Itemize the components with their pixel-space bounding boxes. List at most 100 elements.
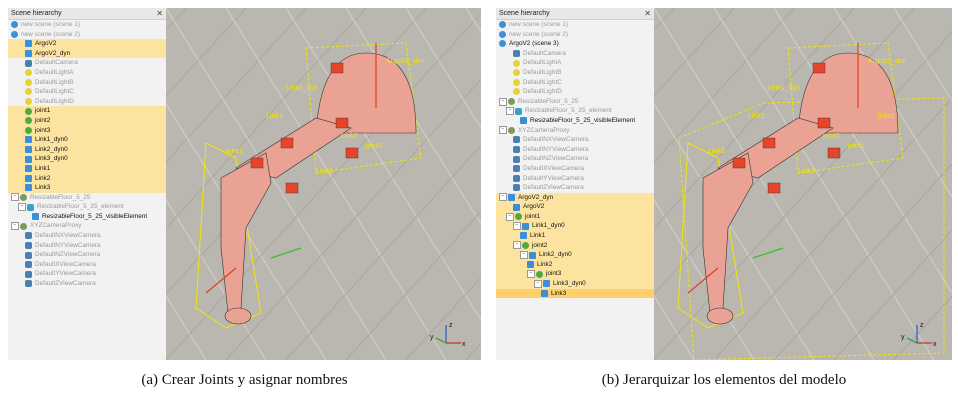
tree-item[interactable]: DefaultLightD [496,87,654,97]
tree-item[interactable]: DefaultXViewCamera [496,164,654,174]
tree-item[interactable]: DefaultNYViewCamera [8,241,166,251]
tree-item[interactable]: DefaultYViewCamera [496,174,654,184]
tree-item[interactable]: DefaultNXViewCamera [8,231,166,241]
tree-item[interactable]: Link2 [496,259,654,270]
tree-item[interactable]: joint1 [8,106,166,116]
tree-item[interactable]: DefaultLightB [496,68,654,78]
collapse-icon[interactable]: − [506,212,514,221]
tree-item[interactable]: −joint3 [496,269,654,280]
tree-item[interactable]: Link1 [8,163,166,174]
camera-icon [25,280,32,288]
tree-item[interactable]: DefaultNZViewCamera [8,250,166,260]
close-icon[interactable]: ✕ [156,9,163,18]
tree-item[interactable]: ResizableFloor_5_25_visibleElement [496,116,654,126]
tree-item[interactable]: DefaultLightA [8,68,166,78]
tree-item[interactable]: joint3 [8,125,166,136]
y-axis-arrow [270,247,302,259]
tree-item-label: ArgoV2_dyn [518,193,554,201]
tree-item[interactable]: ArgoV2 [8,39,166,49]
viewport-canvas[interactable]: ArgoV2_dynLink2_dynLink1Link2Link3joint1… [8,8,481,360]
tree-item[interactable]: −XYZCameraProxy [496,126,654,136]
tree-item[interactable]: − ResizableFloor_5_25_element [496,106,654,116]
tree-item-label: ResizableFloor_5_25_element [525,107,612,115]
joint-icon [25,107,32,115]
tree-item[interactable]: ResizableFloor_5_25_visibleElement [8,212,166,222]
tree-item[interactable]: DefaultLightC [496,78,654,88]
tree-item[interactable]: new scene (scene 2) [496,30,654,40]
tree-item-label: DefaultLightB [523,68,562,76]
tree-item[interactable]: joint2 [8,115,166,126]
tree-item[interactable]: DefaultLightB [8,78,166,88]
collapse-icon[interactable]: − [527,270,535,279]
close-icon[interactable]: ✕ [644,9,651,18]
tree-item[interactable]: DefaultNYViewCamera [496,145,654,155]
tree-item-label: DefaultLightB [35,78,74,86]
collapse-icon[interactable]: − [506,107,514,116]
scene-icon [499,40,506,48]
tree-item[interactable]: DefaultZViewCamera [496,183,654,193]
tree-item[interactable]: DefaultCamera [8,58,166,68]
tree-item[interactable]: Link2_dyn0 [8,144,166,155]
tree-item[interactable]: DefaultXViewCamera [8,260,166,270]
tree-item[interactable]: − ResizableFloor_5_25 [496,97,654,107]
collapse-icon[interactable]: − [513,241,521,250]
tree-item[interactable]: DefaultCamera [496,49,654,59]
tree-item[interactable]: DefaultLightD [8,97,166,107]
viewport-object-label: Link3 [316,168,333,175]
floor [654,8,952,360]
tree-item[interactable]: Link3_dyn0 [8,154,166,164]
tree-item[interactable]: Link3 [8,183,166,193]
tree-item[interactable]: − ArgoV2_dyn [496,192,654,203]
tree-item-label: ArgoV2 [523,203,545,211]
actuator [285,182,299,194]
shape-icon [508,193,515,201]
tree-item[interactable]: DefaultZViewCamera [8,279,166,289]
tree-item[interactable]: −joint1 [496,211,654,222]
joint-icon [522,241,529,249]
tree-item[interactable]: new scene (scene 1) [8,20,166,30]
collapse-icon[interactable]: − [520,251,528,260]
tree-item[interactable]: ArgoV2 [496,202,654,212]
tree-item[interactable]: Link2 [8,173,166,184]
tree-item[interactable]: DefaultLightC [8,87,166,97]
tree-item[interactable]: Link1 [496,231,654,241]
tree-item-label: ResizableFloor_5_25_element [37,203,124,211]
floor-seam [225,8,447,360]
tree-item[interactable]: −ResizableFloor_5_25 [8,193,166,203]
shape-icon [25,165,32,173]
tree-item[interactable]: new scene (scene 1) [496,20,654,30]
tree-item[interactable]: − ResizableFloor_5_25_element [8,202,166,212]
collapse-icon[interactable]: − [18,203,26,212]
collapse-icon[interactable]: − [513,222,521,231]
tree-item[interactable]: −Link2_dyn0 [496,250,654,260]
tree-item[interactable]: −joint2 [496,240,654,251]
tree-item[interactable]: DefaultLightA [496,58,654,68]
viewport-canvas[interactable]: ArgoV2_dynLink1_dynLink1joint2Link2Link3… [496,8,952,360]
floor-seam [773,8,952,294]
collapse-icon[interactable]: − [499,126,507,135]
screenshot-panel-a: Scene hierarchy ✕ new scene (scene 1)new… [8,8,481,360]
collapse-icon[interactable]: − [11,222,19,231]
tree-item-label: ResizableFloor_5_25 [518,97,579,105]
tree-item[interactable]: −XYZCameraProxy [8,221,166,231]
gizmo-axis-label: y [901,334,905,341]
tree-item[interactable]: −Link3_dyn0 [496,279,654,289]
tree-item[interactable]: ArgoV2 (scene 3) [496,39,654,49]
shape-icon [25,184,32,192]
collapse-icon[interactable]: − [534,279,542,288]
tree-item[interactable]: Link3 [496,288,654,299]
tree-item[interactable]: Link1_dyn0 [8,135,166,145]
tree-item[interactable]: DefaultNXViewCamera [496,135,654,145]
tree-item[interactable]: ArgoV2_dyn [8,48,166,59]
tree-item[interactable]: new scene (scene 2) [8,30,166,40]
collapse-icon[interactable]: − [11,193,19,202]
actuator [250,157,264,169]
tree-item[interactable]: −Link1_dyn0 [496,221,654,232]
tree-item[interactable]: DefaultYViewCamera [8,269,166,279]
collapse-icon[interactable]: − [499,97,507,106]
tree-item[interactable]: DefaultNZViewCamera [496,154,654,164]
collapse-icon[interactable]: − [499,193,507,202]
light-icon [25,78,32,86]
